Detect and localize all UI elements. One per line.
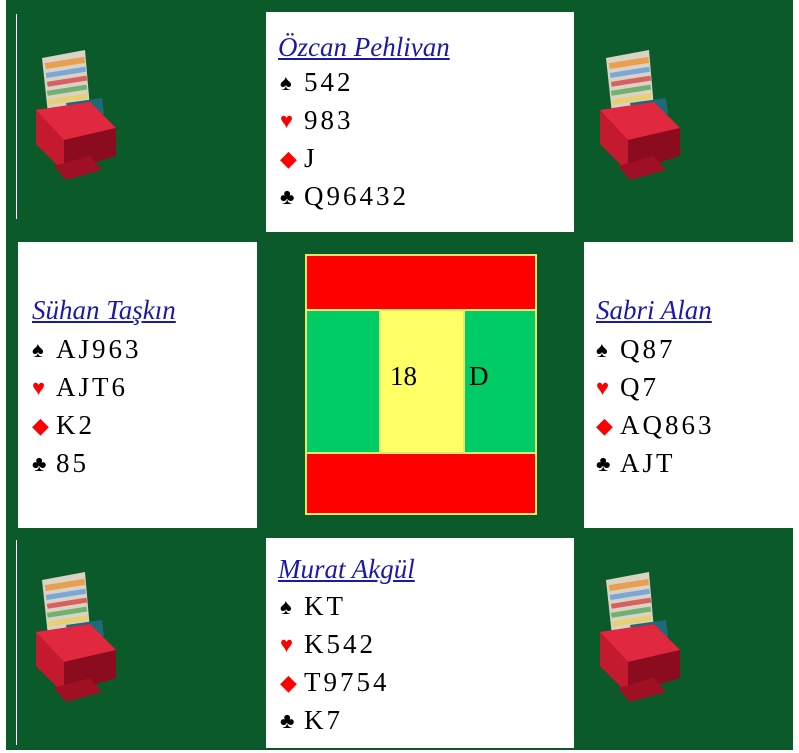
north-clubs: ♣Q96432 [280, 181, 409, 212]
north-clubs-cards: Q96432 [304, 181, 409, 212]
compass-center: 18 D [307, 309, 535, 454]
north-diamonds: ◆J [280, 143, 318, 174]
south-diamonds-cards: T9754 [304, 667, 390, 698]
bidding-box-icon [594, 570, 684, 710]
club-icon: ♣ [32, 453, 56, 475]
north-hearts-cards: 983 [304, 105, 354, 136]
west-vulnerability [307, 311, 381, 452]
club-icon: ♣ [280, 710, 304, 732]
east-clubs-cards: AJT [620, 448, 676, 479]
west-hearts: ♥AJT6 [32, 372, 128, 403]
diamond-icon: ◆ [280, 672, 304, 694]
north-hand: Özcan Pehlivan ♠542 ♥983 ◆J ♣Q96432 [266, 12, 574, 232]
south-hearts: ♥K542 [280, 629, 376, 660]
west-spades: ♠AJ963 [32, 334, 142, 365]
east-hearts: ♥Q7 [596, 372, 659, 403]
north-spades-cards: 542 [304, 67, 354, 98]
heart-icon: ♥ [280, 634, 304, 656]
heart-icon: ♥ [596, 377, 620, 399]
club-icon: ♣ [596, 453, 620, 475]
dealer-indicator: D [469, 361, 489, 392]
diamond-icon: ◆ [596, 415, 620, 437]
north-spades: ♠542 [280, 67, 354, 98]
east-spades-cards: Q87 [620, 334, 676, 365]
south-spades: ♠KT [280, 591, 346, 622]
east-spades: ♠Q87 [596, 334, 676, 365]
diamond-icon: ◆ [32, 415, 56, 437]
bidding-box-icon [594, 48, 684, 188]
west-diamonds-cards: K2 [56, 410, 95, 441]
corner-divider [16, 540, 17, 745]
heart-icon: ♥ [32, 377, 56, 399]
board-number: 18 [390, 361, 417, 392]
south-clubs: ♣K7 [280, 705, 343, 736]
west-hand: Sühan Taşkın ♠AJ963 ♥AJT6 ◆K2 ♣85 [18, 242, 257, 528]
spade-icon: ♠ [596, 339, 620, 361]
heart-icon: ♥ [280, 110, 304, 132]
east-diamonds-cards: AQ863 [620, 410, 715, 441]
south-player-name[interactable]: Murat Akgül [278, 554, 415, 585]
east-hearts-cards: Q7 [620, 372, 659, 403]
north-diamonds-cards: J [304, 143, 318, 174]
south-hearts-cards: K542 [304, 629, 376, 660]
vulnerability-compass: 18 D [305, 254, 537, 515]
north-hearts: ♥983 [280, 105, 354, 136]
east-diamonds: ◆AQ863 [596, 410, 715, 441]
west-clubs: ♣85 [32, 448, 89, 479]
bidding-box-icon [30, 48, 120, 188]
bidding-box-icon [30, 570, 120, 710]
club-icon: ♣ [280, 186, 304, 208]
spade-icon: ♠ [280, 596, 304, 618]
spade-icon: ♠ [32, 339, 56, 361]
east-player-name[interactable]: Sabri Alan [596, 295, 712, 326]
diamond-icon: ◆ [280, 148, 304, 170]
east-hand: Sabri Alan ♠Q87 ♥Q7 ◆AQ863 ♣AJT [584, 242, 793, 528]
south-diamonds: ◆T9754 [280, 667, 390, 698]
west-clubs-cards: 85 [56, 448, 89, 479]
south-hand: Murat Akgül ♠KT ♥K542 ◆T9754 ♣K7 [266, 538, 574, 748]
north-player-name[interactable]: Özcan Pehlivan [278, 32, 450, 63]
south-clubs-cards: K7 [304, 705, 343, 736]
west-spades-cards: AJ963 [56, 334, 142, 365]
west-hearts-cards: AJT6 [56, 372, 128, 403]
west-player-name[interactable]: Sühan Taşkın [32, 295, 176, 326]
south-spades-cards: KT [304, 591, 346, 622]
corner-divider [16, 14, 17, 219]
spade-icon: ♠ [280, 72, 304, 94]
west-diamonds: ◆K2 [32, 410, 95, 441]
east-clubs: ♣AJT [596, 448, 676, 479]
